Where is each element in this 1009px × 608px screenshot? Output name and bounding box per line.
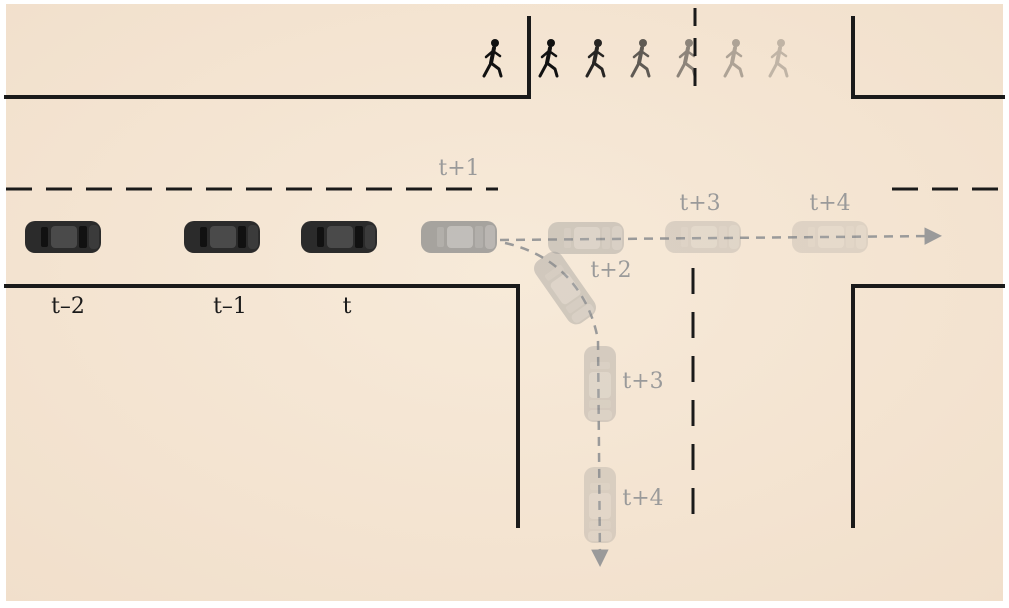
car-windshield xyxy=(475,226,483,248)
trajectory-straight xyxy=(499,227,942,245)
ground xyxy=(6,4,1003,601)
car-roof xyxy=(818,226,844,248)
car-body xyxy=(548,222,624,254)
time-label: t–1 xyxy=(213,294,247,319)
car-hood xyxy=(612,226,622,250)
car-icon xyxy=(534,251,596,325)
lane-markings xyxy=(6,8,1003,520)
car-roof xyxy=(51,226,77,248)
car-hood xyxy=(89,225,99,249)
car-body xyxy=(665,221,741,253)
time-labels: t–2 t–1 t t+1 t+2 t+3 t+4 t+3 t+4 xyxy=(51,156,851,511)
car-roof xyxy=(589,372,611,398)
road-edges xyxy=(4,16,1005,528)
pedestrian-icon xyxy=(723,39,744,78)
car-windshield xyxy=(846,226,854,248)
car-hood xyxy=(365,225,375,249)
car-hood xyxy=(856,225,866,249)
car-windshield xyxy=(565,295,587,314)
time-label: t–2 xyxy=(51,294,85,319)
car-rear-window xyxy=(808,227,815,247)
car-windshield xyxy=(719,226,727,248)
pedestrian-icon xyxy=(676,39,697,78)
car-windshield xyxy=(589,400,611,408)
car-icon xyxy=(584,467,616,543)
time-label: t+2 xyxy=(590,258,631,283)
car-rear-window xyxy=(41,227,48,247)
time-label: t+4 xyxy=(622,486,663,511)
trajectory-turn xyxy=(504,241,609,567)
car-windshield xyxy=(355,226,363,248)
car-rear-window xyxy=(317,227,324,247)
car-windshield xyxy=(589,521,611,529)
car-body xyxy=(584,346,616,422)
trajectories xyxy=(499,227,942,567)
car-rear-window xyxy=(437,227,444,247)
car-roof xyxy=(327,226,353,248)
car-windshield xyxy=(238,226,246,248)
car-roof xyxy=(550,273,581,305)
cars-layer xyxy=(25,221,868,543)
car-rear-window xyxy=(200,227,207,247)
car-hood xyxy=(588,410,612,420)
car-icon xyxy=(301,221,377,253)
car-body xyxy=(534,251,596,325)
car-icon xyxy=(665,221,741,253)
pedestrian-icon xyxy=(482,39,503,78)
car-roof xyxy=(210,226,236,248)
road-edge-top-right xyxy=(851,16,1005,99)
time-label: t+3 xyxy=(622,369,663,394)
road-edge-top-left xyxy=(4,16,531,99)
car-rear-window xyxy=(590,362,610,369)
pedestrian-icon xyxy=(538,39,559,78)
car-icon xyxy=(184,221,260,253)
car-rear-window xyxy=(590,483,610,490)
car-roof xyxy=(589,493,611,519)
road-edge-bottom-right xyxy=(851,284,1005,528)
car-rear-window xyxy=(544,265,564,281)
car-body xyxy=(792,221,868,253)
time-label: t+1 xyxy=(438,156,479,181)
car-roof xyxy=(574,227,600,249)
car-hood xyxy=(588,531,612,541)
car-rear-window xyxy=(681,227,688,247)
car-icon xyxy=(421,221,497,253)
car-rear-window xyxy=(564,228,571,248)
car-body xyxy=(584,467,616,543)
car-windshield xyxy=(602,227,610,249)
time-label: t+4 xyxy=(809,191,850,216)
pedestrian-icon xyxy=(585,39,606,78)
car-hood xyxy=(248,225,258,249)
car-icon xyxy=(792,221,868,253)
car-roof xyxy=(447,226,473,248)
time-label: t+3 xyxy=(679,191,720,216)
road-edge-bottom-left xyxy=(4,284,520,528)
car-hood xyxy=(485,225,495,249)
car-icon xyxy=(548,222,624,254)
car-icon xyxy=(584,346,616,422)
car-icon xyxy=(25,221,101,253)
pedestrians-layer xyxy=(482,39,789,78)
car-roof xyxy=(691,226,717,248)
pedestrian-icon xyxy=(630,39,651,78)
car-hood xyxy=(571,303,594,323)
car-windshield xyxy=(79,226,87,248)
time-label: t xyxy=(343,294,352,319)
car-hood xyxy=(729,225,739,249)
pedestrian-icon xyxy=(768,39,789,78)
